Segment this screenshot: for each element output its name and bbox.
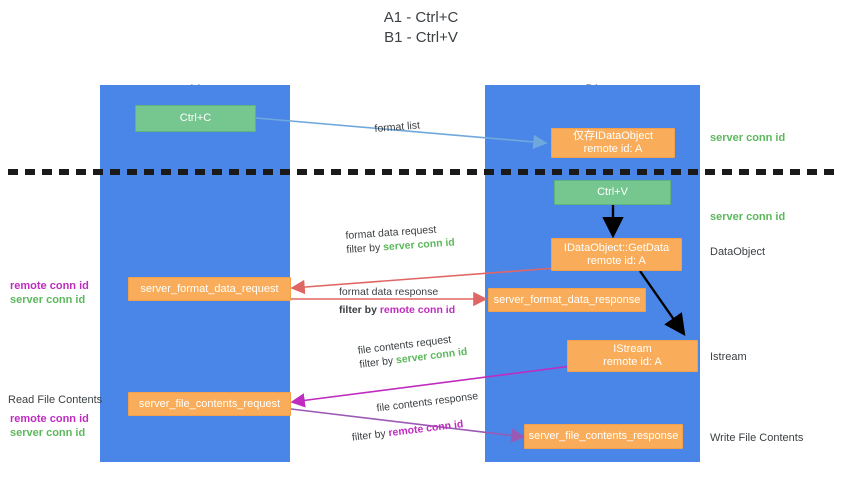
arrow-file-contents-request bbox=[290, 365, 573, 408]
filter-by-text: filter by bbox=[339, 304, 380, 316]
edge-label-format-data-response-filter: filter by remote conn id bbox=[339, 303, 455, 317]
side-label-conn-ids-file: remote conn id server conn id bbox=[10, 412, 89, 440]
node-server-file-contents-response[interactable]: server_file_contents_response bbox=[524, 424, 683, 449]
node-ctrl-c[interactable]: Ctrl+C bbox=[135, 105, 256, 132]
arrow-getdata-to-istream bbox=[639, 270, 686, 336]
node-server-format-data-response[interactable]: server_format_data_response bbox=[488, 288, 646, 312]
node-server-format-data-request[interactable]: server_format_data_request bbox=[128, 277, 291, 301]
node-idataobject-getdata[interactable]: IDataObject::GetData remote id: A bbox=[551, 238, 682, 271]
side-label-remote-conn-id: remote conn id bbox=[10, 280, 89, 292]
arrow-format-list bbox=[255, 117, 548, 150]
side-label-conn-ids-format: remote conn id server conn id bbox=[10, 279, 89, 307]
arrow-file-contents-response bbox=[290, 408, 526, 443]
node-ctrl-v[interactable]: Ctrl+V bbox=[554, 180, 671, 205]
side-label-remote-conn-id: remote conn id bbox=[10, 413, 89, 425]
side-label-server-conn-id-top: server conn id bbox=[710, 132, 786, 144]
remote-conn-id-text: remote conn id bbox=[379, 304, 456, 316]
side-label-data-object: DataObject bbox=[710, 246, 766, 258]
edge-label-format-data-response: format data response filter by remote co… bbox=[339, 285, 455, 317]
node-server-file-contents-request[interactable]: server_file_contents_request bbox=[128, 392, 291, 416]
side-label-istream: Istream bbox=[710, 351, 747, 363]
page-title: A1 - Ctrl+C B1 - Ctrl+V bbox=[383, 9, 459, 46]
arrow-format-data-request bbox=[290, 267, 557, 295]
node-idataobject-store[interactable]: 仅存IDataObject remote id: A bbox=[551, 128, 675, 158]
side-label-server-conn-id: server conn id bbox=[10, 427, 86, 439]
node-istream[interactable]: IStream remote id: A bbox=[567, 340, 698, 372]
side-label-server-conn-id-mid: server conn id bbox=[710, 211, 786, 223]
filter-by-text: filter by bbox=[346, 241, 384, 256]
edge-label-format-list-text: format list bbox=[374, 119, 421, 135]
side-label-server-conn-id: server conn id bbox=[10, 294, 86, 306]
edge-label-format-data-response-text: format data response bbox=[339, 286, 439, 298]
side-label-write-file-contents: Write File Contents bbox=[710, 432, 804, 444]
side-label-read-file-contents: Read File Contents bbox=[8, 394, 103, 406]
